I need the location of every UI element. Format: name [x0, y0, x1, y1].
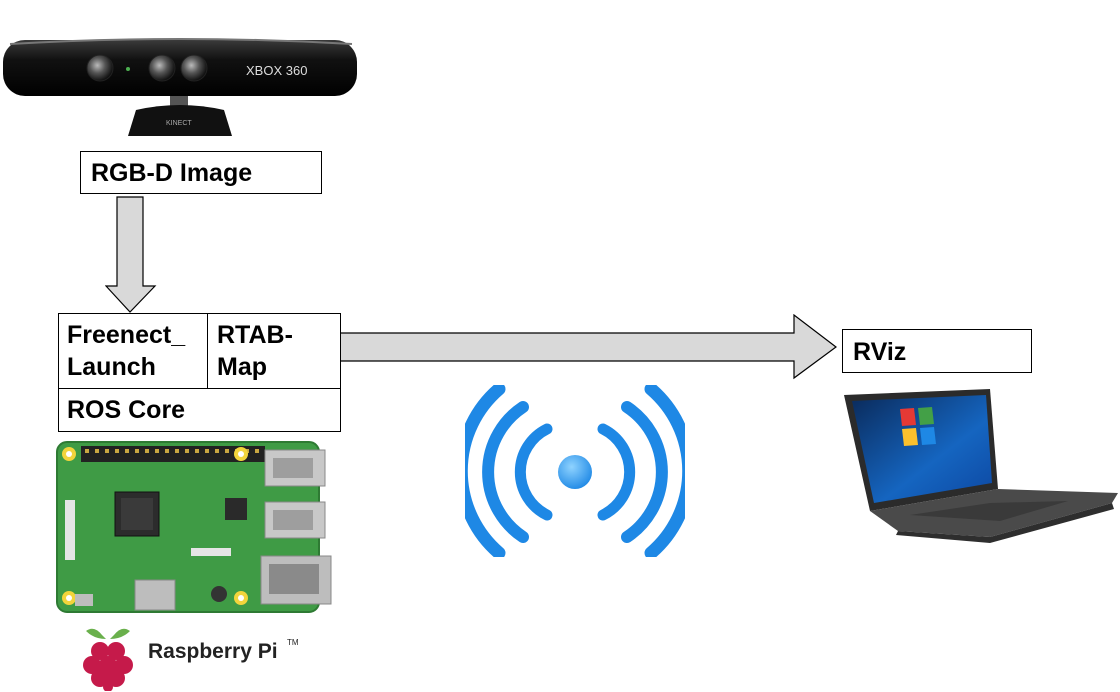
rtab-label-line1: RTAB-	[217, 321, 293, 349]
kinect-sensor-image: XBOX 360 KINECT	[3, 38, 357, 136]
right-arrow	[339, 314, 838, 380]
raspberry-icon	[83, 628, 133, 691]
raspberry-pi-logo-text: Raspberry Pi	[148, 640, 278, 663]
laptop-image	[844, 389, 1118, 543]
raspberry-pi-logo: Raspberry Pi TM	[83, 628, 299, 691]
rtab-label-line2: Map	[217, 353, 267, 381]
kinect-brand-text: XBOX 360	[246, 63, 307, 78]
rtab-map-box: RTAB- Map	[207, 313, 341, 390]
rviz-box: RViz	[842, 329, 1032, 373]
raspberry-pi-tm: TM	[287, 638, 299, 647]
rgbd-image-label: RGB-D Image	[91, 159, 253, 187]
down-arrow	[105, 196, 157, 313]
wifi-icon	[465, 385, 685, 557]
freenect-label-line1: Freenect_	[67, 321, 186, 349]
rgbd-image-box: RGB-D Image	[80, 151, 322, 194]
kinect-base-text: KINECT	[166, 120, 192, 127]
ros-core-box: ROS Core	[58, 388, 341, 432]
ros-core-label: ROS Core	[67, 396, 186, 424]
rviz-label: RViz	[853, 338, 907, 366]
freenect-label-line2: Launch	[67, 353, 156, 381]
freenect-launch-box: Freenect_ Launch	[58, 313, 209, 390]
raspberry-pi-board-image	[56, 441, 332, 613]
